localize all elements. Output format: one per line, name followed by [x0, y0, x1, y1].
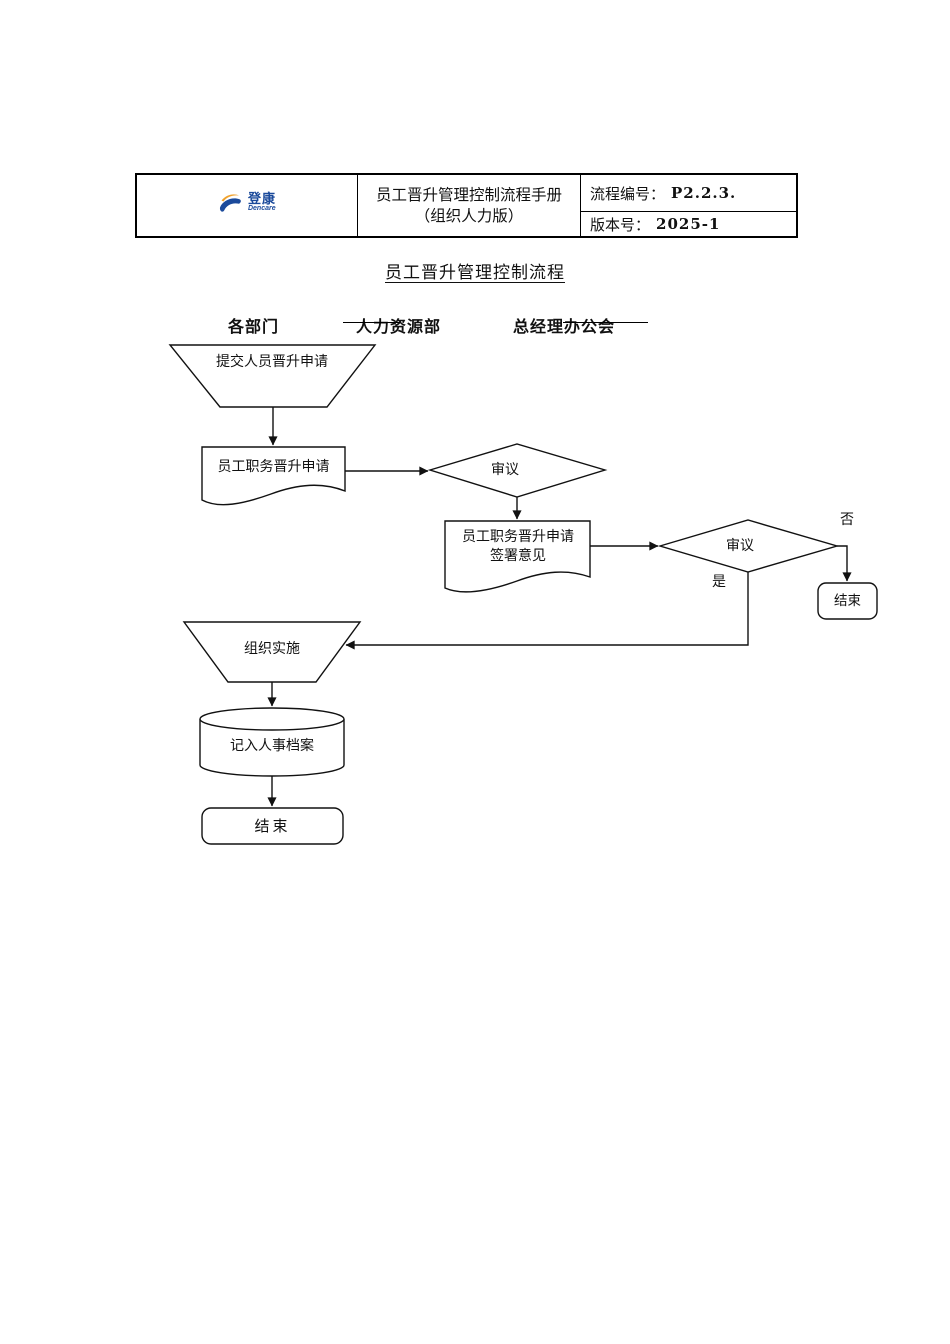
node-label-sign-doc-line1: 员工职务晋升申请: [462, 528, 574, 545]
branch-label-yes: 是: [712, 574, 726, 590]
node-label-application-doc: 员工职务晋升申请: [217, 458, 330, 475]
manual-title-cell: 员工晋升管理控制流程手册 （组织人力版）: [357, 175, 580, 236]
cylinder-archive-body: [199, 719, 345, 777]
lane-header-gm-office: 总经理办公会: [513, 319, 616, 336]
lane-header-departments: 各部门: [228, 319, 280, 336]
flowchart-canvas: [168, 344, 878, 845]
manual-title-line1: 员工晋升管理控制流程手册: [375, 185, 562, 204]
process-number-value: P2.2.3.: [671, 184, 737, 202]
node-label-review2: 审议: [726, 537, 754, 554]
lane-header-hr: 人力资源部: [356, 319, 442, 336]
document-application-shape: [201, 446, 346, 506]
logo-cell: 登康 Dencare: [137, 175, 357, 236]
terminator-end-branch-shape: [817, 582, 878, 620]
trapezoid-implement-shape: [182, 621, 362, 683]
lane-header-line-left: [343, 322, 400, 323]
meta-cell: 流程编号： P2.2.3. 版本号： 2025-1: [580, 175, 796, 236]
version-label: 版本号：: [590, 215, 651, 234]
trapezoid-submit-shape: [168, 344, 377, 408]
page-title: 员工晋升管理控制流程: [385, 263, 565, 283]
header-table: 登康 Dencare 员工晋升管理控制流程手册 （组织人力版） 流程编号： P2…: [135, 173, 798, 238]
arrow-yes-branch: [345, 572, 749, 650]
terminator-end-main-shape: [201, 807, 344, 845]
lane-header-line-right: [563, 322, 648, 323]
version-value: 2025-1: [656, 215, 721, 233]
node-label-archive: 记入人事档案: [230, 737, 314, 754]
node-label-review1: 审议: [491, 461, 519, 478]
logo-swoosh-icon: [218, 192, 244, 220]
company-logo: 登康 Dencare: [218, 192, 276, 220]
process-number-label: 流程编号：: [590, 184, 666, 203]
node-label-implement: 组织实施: [244, 640, 300, 657]
manual-title-line2: （组织人力版）: [414, 206, 524, 225]
version-row: 版本号： 2025-1: [581, 212, 796, 236]
branch-label-no: 否: [840, 512, 854, 528]
logo-text-cn: 登康: [247, 190, 276, 206]
diamond-review2-shape: [657, 519, 840, 573]
node-label-end-branch: 结束: [834, 592, 861, 609]
arrow-no-branch: [837, 545, 852, 582]
logo-text-en: Dencare: [247, 204, 276, 212]
diamond-review1-shape: [427, 443, 608, 498]
cylinder-archive-top: [199, 707, 345, 731]
process-number-row: 流程编号： P2.2.3.: [581, 175, 796, 212]
node-label-end-main: 结束: [254, 816, 291, 835]
document-sign-shape: [444, 520, 591, 593]
node-label-sign-doc-line2: 签署意见: [490, 547, 546, 564]
node-label-sign-doc: 员工职务晋升申请 签署意见: [448, 527, 588, 566]
node-label-submit: 提交人员晋升申请: [216, 353, 328, 370]
